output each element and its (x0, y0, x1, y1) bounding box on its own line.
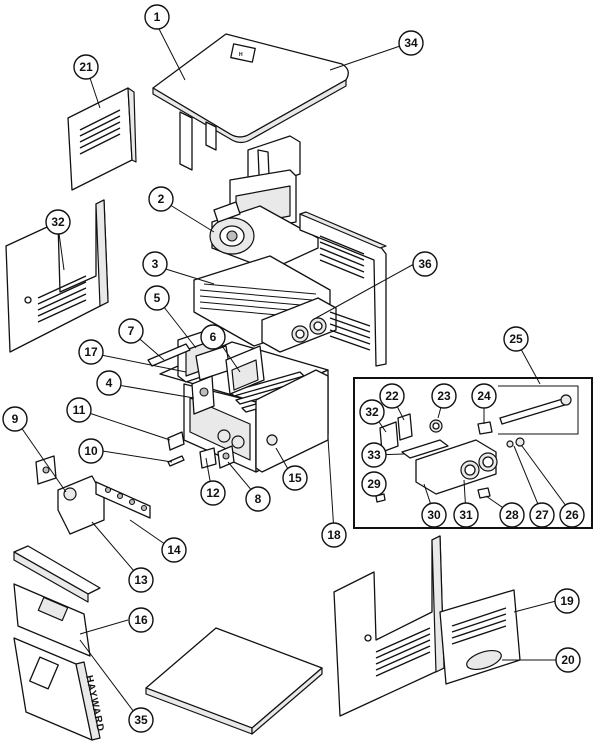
top-trim-panel (13, 545, 101, 603)
svg-text:18: 18 (327, 528, 341, 542)
callout-23: 23 (431, 383, 457, 409)
svg-text:22: 22 (385, 389, 399, 403)
blower-assembly (209, 201, 319, 271)
header-assembly-inset (353, 377, 593, 529)
callout-36: 36 (412, 251, 438, 277)
svg-text:7: 7 (128, 324, 135, 338)
right-side-jacket (333, 535, 445, 717)
callout-11: 11 (66, 397, 92, 423)
callout-7: 7 (118, 318, 144, 344)
callout-29: 29 (361, 471, 387, 497)
callout-2: 2 (148, 186, 174, 212)
svg-text:1: 1 (154, 10, 161, 24)
small-parts-left (35, 431, 235, 535)
svg-text:28: 28 (505, 508, 519, 522)
svg-text:29: 29 (367, 477, 381, 491)
svg-text:32: 32 (51, 215, 65, 229)
callout-27: 27 (529, 502, 555, 528)
svg-text:26: 26 (565, 508, 579, 522)
rear-jacket-panel (299, 211, 387, 367)
callout-31: 31 (453, 502, 479, 528)
callout-32-left: 32 (45, 209, 71, 235)
callout-25: 25 (503, 326, 529, 352)
callout-1: 1 (144, 4, 170, 30)
svg-text:21: 21 (79, 60, 93, 74)
callout-16: 16 (128, 607, 154, 633)
callouts: 1 2 3 4 5 6 7 8 9 10 11 12 13 14 15 16 1… (2, 4, 585, 733)
callout-33: 33 (361, 442, 387, 468)
svg-text:35: 35 (134, 713, 148, 727)
callout-22: 22 (379, 383, 405, 409)
svg-text:30: 30 (427, 508, 441, 522)
callout-5: 5 (144, 285, 170, 311)
control-panel-bezel (13, 583, 91, 657)
callout-35: 35 (128, 707, 154, 733)
svg-text:25: 25 (509, 332, 523, 346)
base-pan (145, 627, 323, 735)
svg-text:4: 4 (106, 376, 113, 390)
callout-34: 34 (398, 30, 424, 56)
svg-text:24: 24 (477, 389, 491, 403)
callout-6: 6 (200, 324, 226, 350)
callout-10: 10 (78, 438, 104, 464)
callout-30: 30 (421, 502, 447, 528)
svg-text:31: 31 (459, 508, 473, 522)
left-upper-panel (67, 87, 137, 191)
callout-8: 8 (245, 486, 271, 512)
callout-26: 26 (559, 502, 585, 528)
svg-text:3: 3 (152, 257, 159, 271)
svg-text:33: 33 (367, 448, 381, 462)
svg-text:34: 34 (404, 36, 418, 50)
svg-text:12: 12 (206, 486, 220, 500)
svg-text:11: 11 (73, 403, 86, 417)
callout-32-inset: 32 (359, 399, 385, 425)
callout-28: 28 (499, 502, 525, 528)
callout-4: 4 (96, 370, 122, 396)
front-door-panel: HAYWARD (13, 637, 106, 741)
gas-valve-assembly (147, 327, 265, 415)
callout-12: 12 (200, 480, 226, 506)
access-panel-vents (451, 607, 507, 645)
svg-text:36: 36 (418, 257, 432, 271)
callout-21: 21 (73, 54, 99, 80)
callout-17: 17 (78, 339, 104, 365)
svg-text:9: 9 (12, 412, 19, 426)
callout-14: 14 (161, 537, 187, 563)
svg-text:23: 23 (437, 389, 451, 403)
callout-24: 24 (471, 383, 497, 409)
callout-9: 9 (2, 406, 28, 432)
callout-15: 15 (282, 465, 308, 491)
svg-text:10: 10 (84, 444, 98, 458)
callout-20: 20 (555, 647, 581, 673)
svg-text:32: 32 (365, 405, 379, 419)
svg-text:14: 14 (167, 543, 181, 557)
svg-text:27: 27 (535, 508, 549, 522)
svg-text:17: 17 (84, 345, 98, 359)
rear-panel-vents (319, 235, 371, 351)
svg-text:16: 16 (134, 613, 148, 627)
callout-18: 18 (321, 522, 347, 548)
callout-19: 19 (554, 588, 580, 614)
lid-badge: H (239, 52, 243, 58)
svg-text:19: 19 (560, 594, 574, 608)
svg-text:2: 2 (158, 192, 165, 206)
left-side-jacket (5, 199, 109, 353)
callout-3: 3 (142, 251, 168, 277)
left-upper-panel-vents (79, 109, 121, 155)
header-assembly-parts (375, 385, 579, 503)
svg-text:8: 8 (255, 492, 262, 506)
heat-exchanger (193, 255, 337, 353)
top-cover: H (152, 33, 349, 171)
svg-text:13: 13 (134, 573, 148, 587)
right-side-jacket-vents (375, 627, 431, 677)
svg-text:6: 6 (210, 330, 217, 344)
left-side-jacket-vents (37, 275, 87, 323)
svg-text:15: 15 (288, 471, 302, 485)
svg-text:5: 5 (154, 291, 161, 305)
callout-13: 13 (128, 567, 154, 593)
access-panel (439, 589, 521, 685)
svg-text:20: 20 (561, 653, 575, 667)
